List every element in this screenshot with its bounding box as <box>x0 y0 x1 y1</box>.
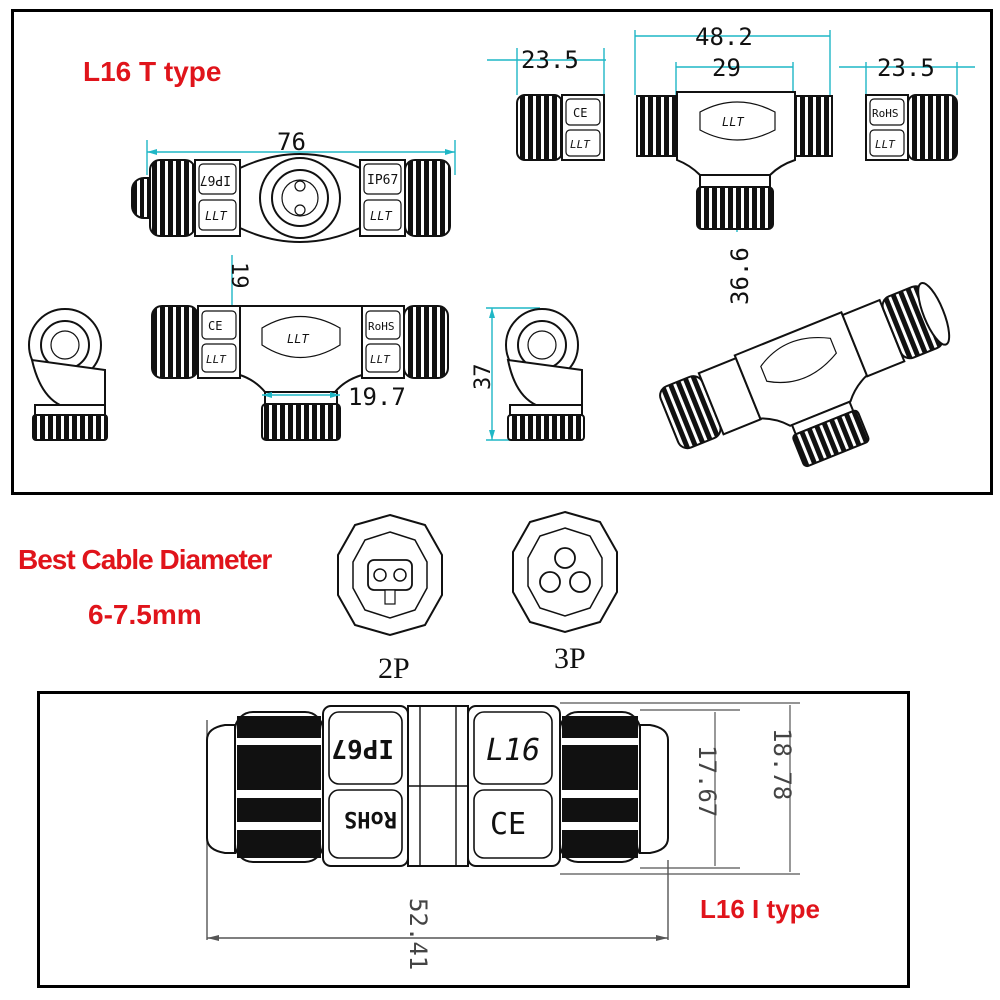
mark-llt-exploded-right: LLT <box>875 138 896 151</box>
cable-diameter-range: 6-7.5mm <box>88 599 202 630</box>
cable-diameter-title: Best Cable Diameter <box>18 544 272 575</box>
mark-ce-i: CE <box>490 807 526 842</box>
mark-ce-exploded: CE <box>573 106 587 120</box>
t-front-view <box>151 255 449 441</box>
pin-3p-label: 3P <box>554 642 586 675</box>
t-end-view-left <box>28 308 108 441</box>
mark-ip67-left: IP67 <box>200 172 231 187</box>
mark-llt-front-left: LLT <box>206 353 227 366</box>
dim-29: 29 <box>712 54 741 82</box>
dim-37: 37 <box>471 364 496 391</box>
pin-3p-view <box>512 510 618 634</box>
t-exploded-view <box>487 30 975 232</box>
dim-23-5-left: 23.5 <box>521 46 579 74</box>
dim-19: 19 <box>226 262 251 289</box>
dim-17-67: 17.67 <box>693 745 721 817</box>
pin-2p-view <box>337 513 443 637</box>
dim-52-41: 52.41 <box>404 898 432 970</box>
mark-llt-right: LLT <box>370 209 392 223</box>
t-type-drawings: 76 IP67 IP67 LLT LLT <box>28 23 975 468</box>
i-type-title: L16 I type <box>700 894 820 924</box>
dim-18-78: 18.78 <box>768 728 796 800</box>
mark-llt-left: LLT <box>205 209 227 223</box>
mark-llt-front-right: LLT <box>370 353 391 366</box>
mark-llt-exploded-left: LLT <box>570 138 591 151</box>
mark-ip67-right: IP67 <box>367 173 398 188</box>
dim-48-2: 48.2 <box>695 23 753 51</box>
dim-19-7: 19.7 <box>348 383 406 411</box>
mark-llt-front-center: LLT <box>287 332 309 346</box>
pin-layout-views: 2P 3P <box>337 510 618 685</box>
t-perspective-view <box>659 282 951 468</box>
mark-ce-front: CE <box>208 319 222 333</box>
mark-llt-center: LLT <box>722 115 744 129</box>
dim-76: 76 <box>277 128 306 156</box>
t-type-title: L16 T type <box>83 56 222 87</box>
mark-rohs-exploded: RoHS <box>872 107 899 120</box>
t-type-panel <box>11 9 993 495</box>
i-type-connector <box>206 705 669 867</box>
mark-ip67-i: IP67 <box>331 733 394 763</box>
dim-23-5-right: 23.5 <box>877 54 935 82</box>
dim-36-6: 36.6 <box>726 247 754 305</box>
pin-2p-label: 2P <box>378 652 410 685</box>
i-type-panel <box>37 691 910 988</box>
mark-rohs-i: RoHS <box>344 806 397 831</box>
t-top-view <box>131 140 456 243</box>
t-end-view-right <box>486 307 585 441</box>
mark-l16-i: L16 <box>486 733 540 768</box>
mark-rohs-front: RoHS <box>368 320 395 333</box>
